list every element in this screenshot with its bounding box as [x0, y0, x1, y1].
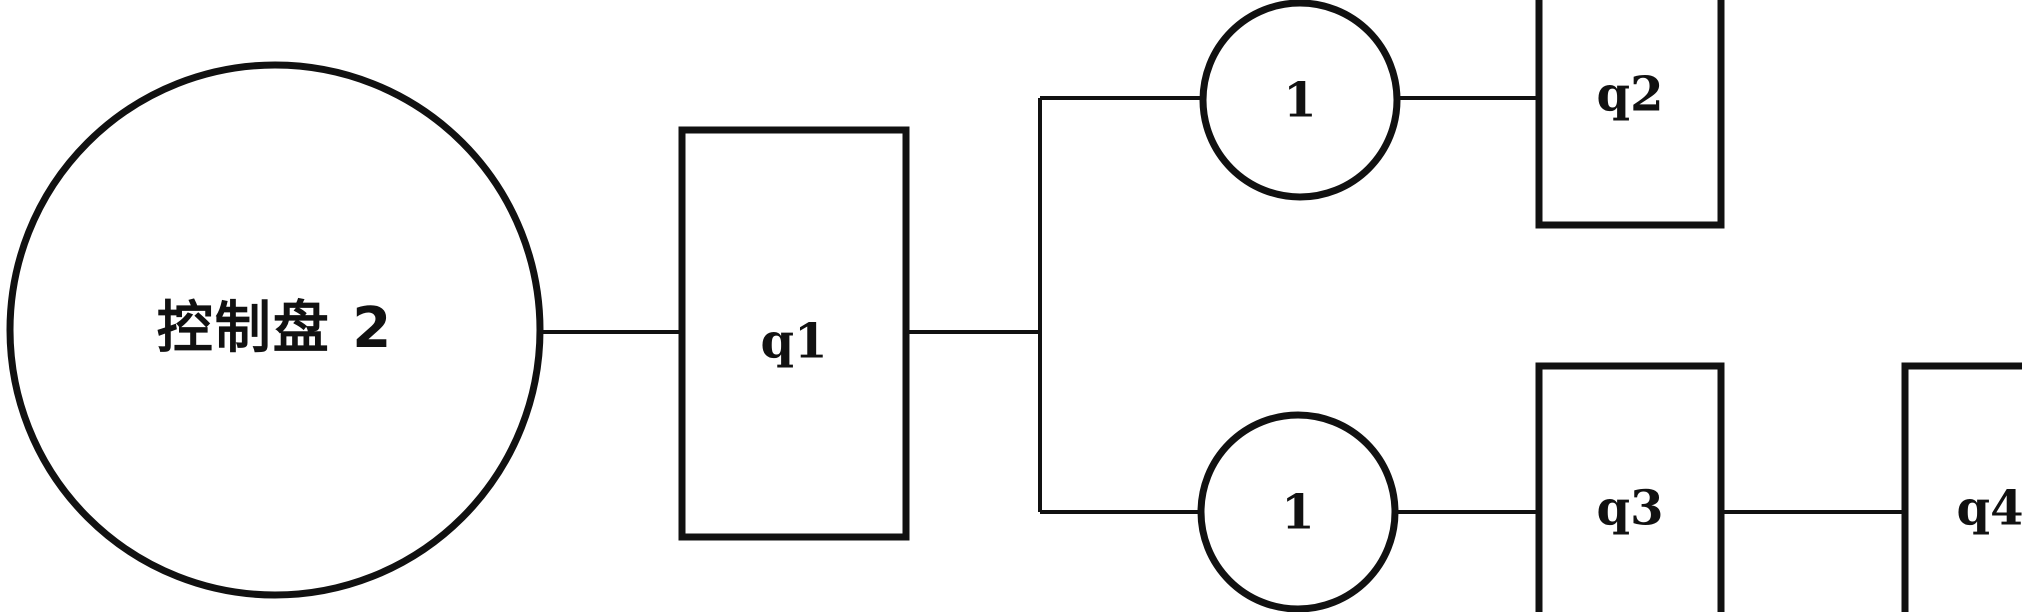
- circle-top-node: 1: [1199, 0, 1401, 201]
- q1-label: q1: [761, 314, 828, 370]
- circle-bottom-node: 1: [1197, 411, 1399, 612]
- control-panel-node: 控制盘 2: [6, 61, 544, 599]
- q4-label: q4: [1957, 481, 2022, 537]
- q3-label: q3: [1597, 481, 1664, 537]
- q2-label: q2: [1597, 67, 1664, 123]
- q3-node: q3: [1535, 362, 1725, 612]
- circle-top-label: 1: [1283, 73, 1316, 129]
- q2-node: q2: [1535, 0, 1725, 229]
- q1-node: q1: [678, 126, 910, 541]
- circle-bottom-label: 1: [1281, 485, 1314, 541]
- q4-node: q4: [1901, 362, 2022, 612]
- control-panel-label: 控制盘 2: [157, 296, 393, 361]
